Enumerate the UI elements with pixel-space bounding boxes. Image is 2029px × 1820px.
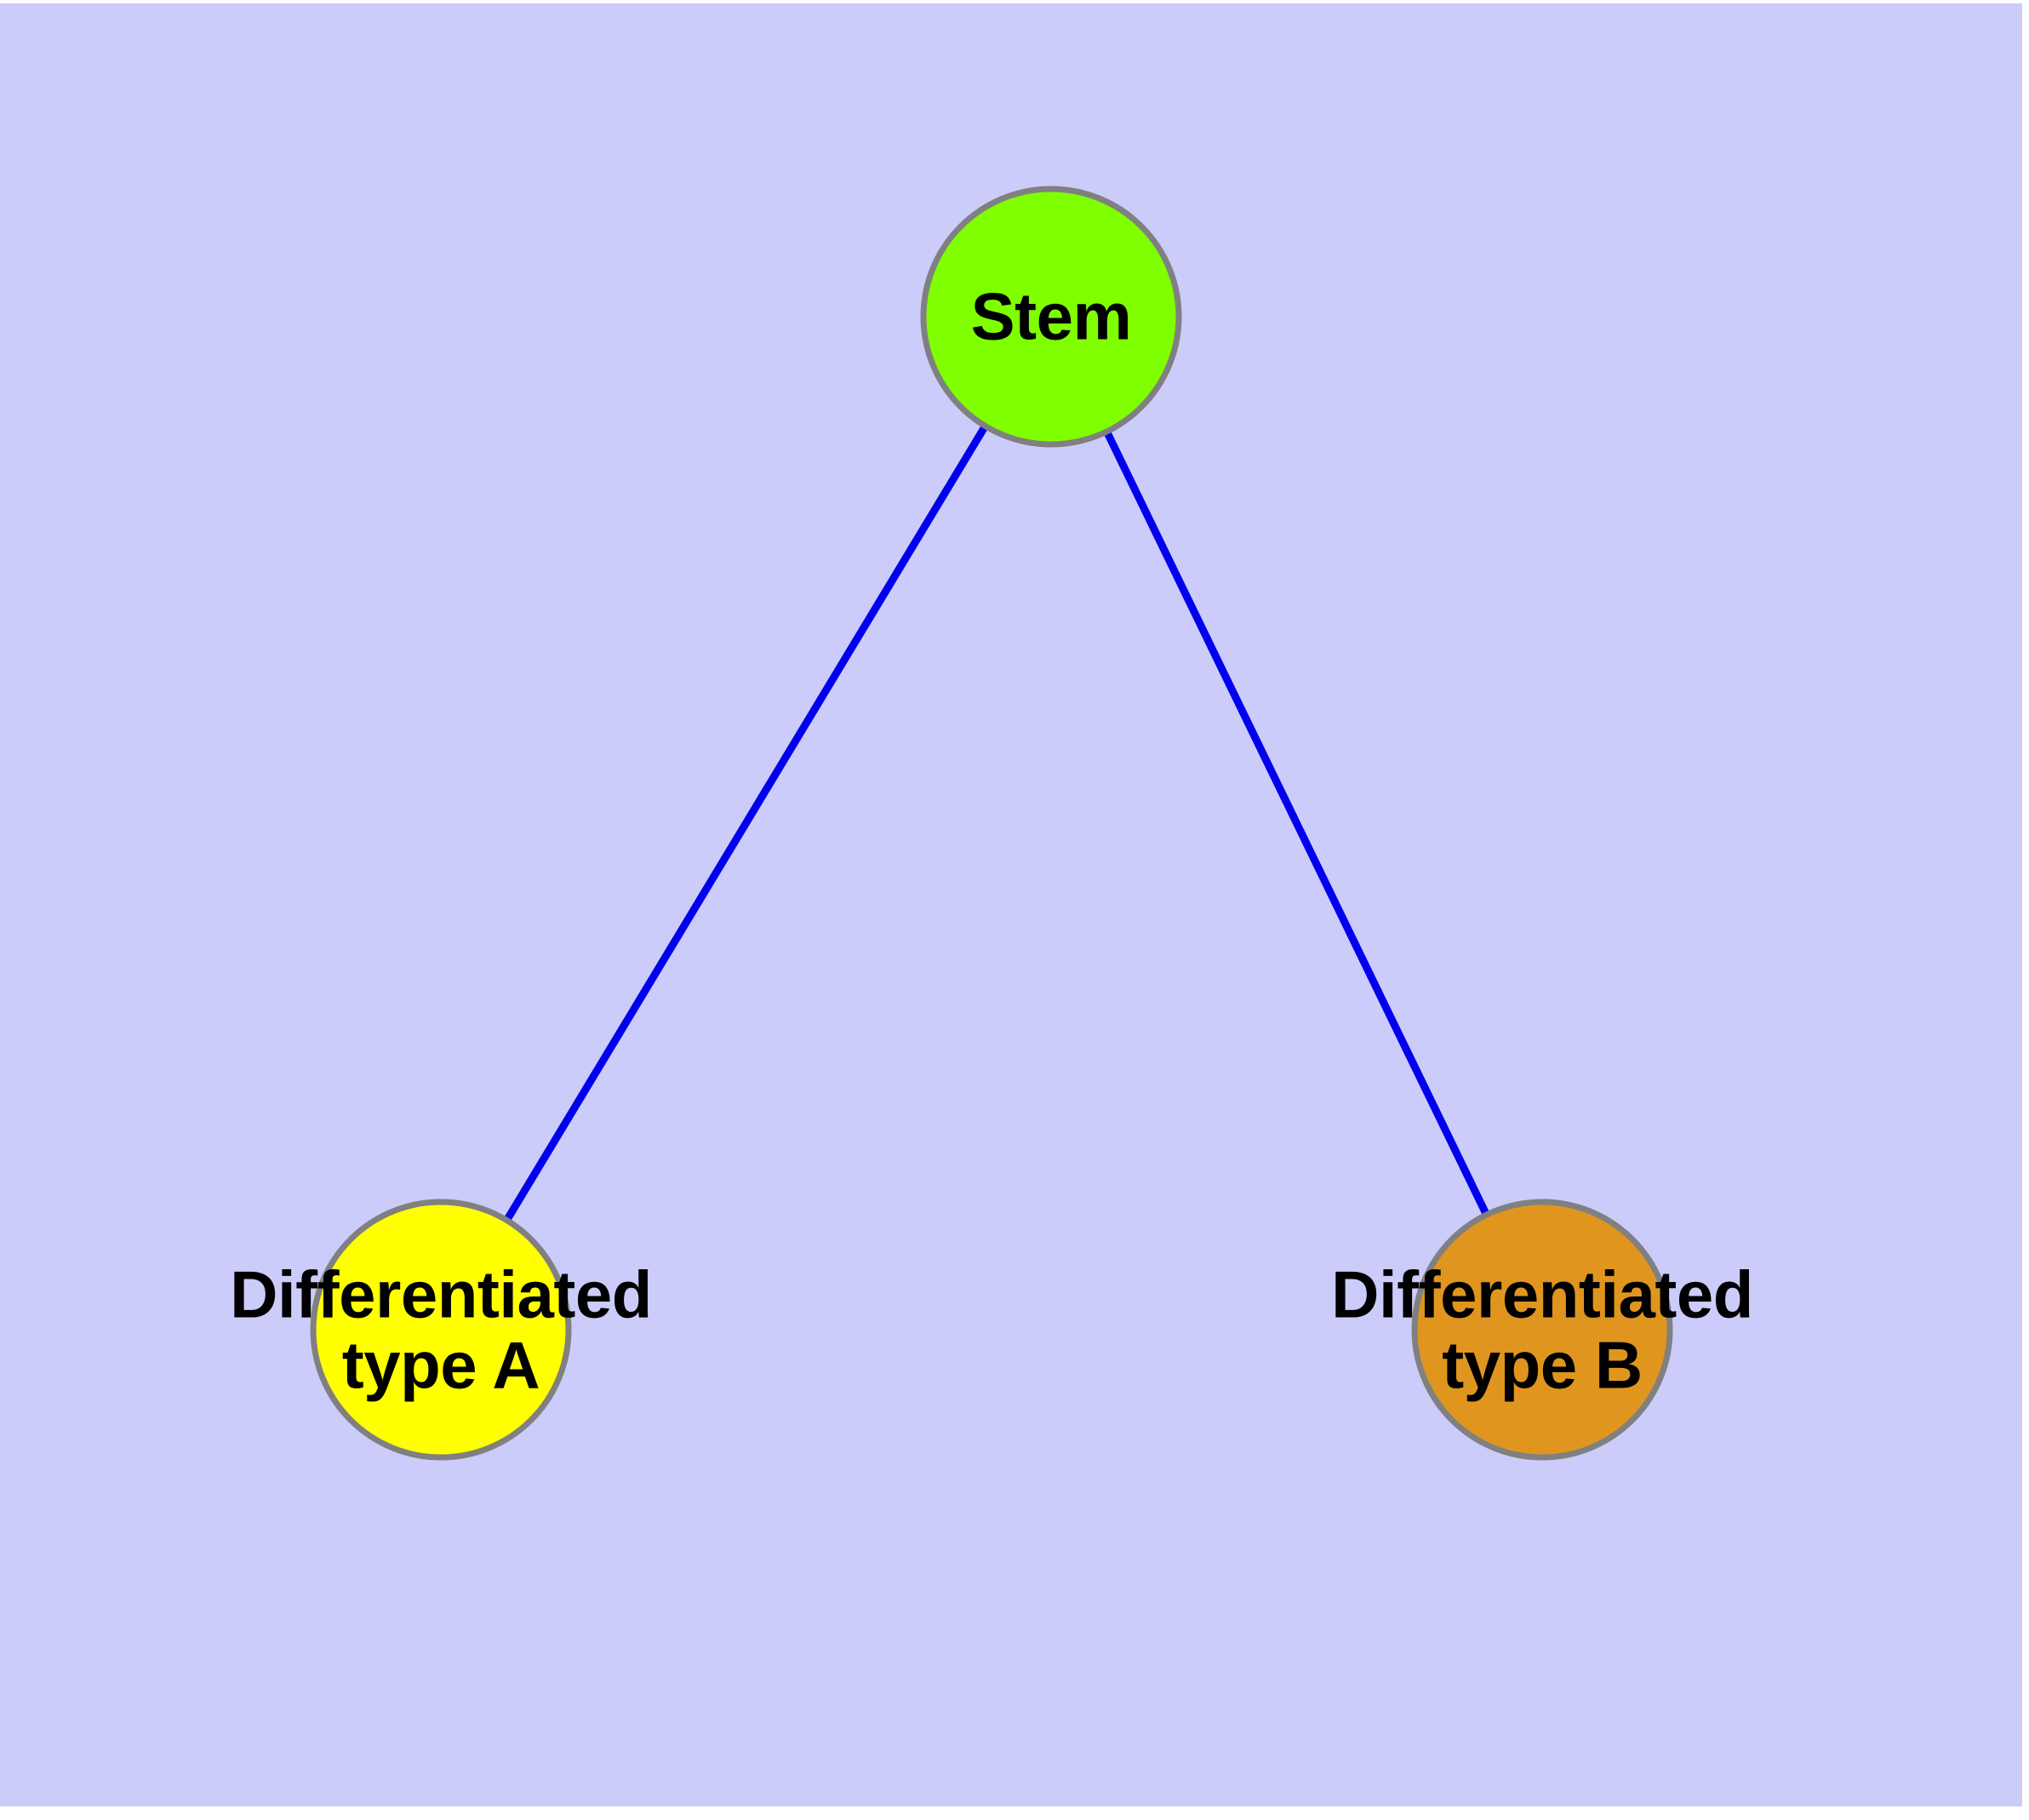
edge-layer: [437, 314, 1546, 1332]
graph-svg: [310, 186, 1673, 1461]
node-circle-diff_b[interactable]: [1411, 1199, 1673, 1461]
node-layer: [310, 186, 1673, 1461]
edge-stem-diff-b[interactable]: [1047, 315, 1546, 1331]
node-circle-diff_a[interactable]: [310, 1199, 572, 1461]
edge-stem-diff-a[interactable]: [437, 314, 1055, 1332]
node-circle-stem[interactable]: [920, 186, 1182, 448]
